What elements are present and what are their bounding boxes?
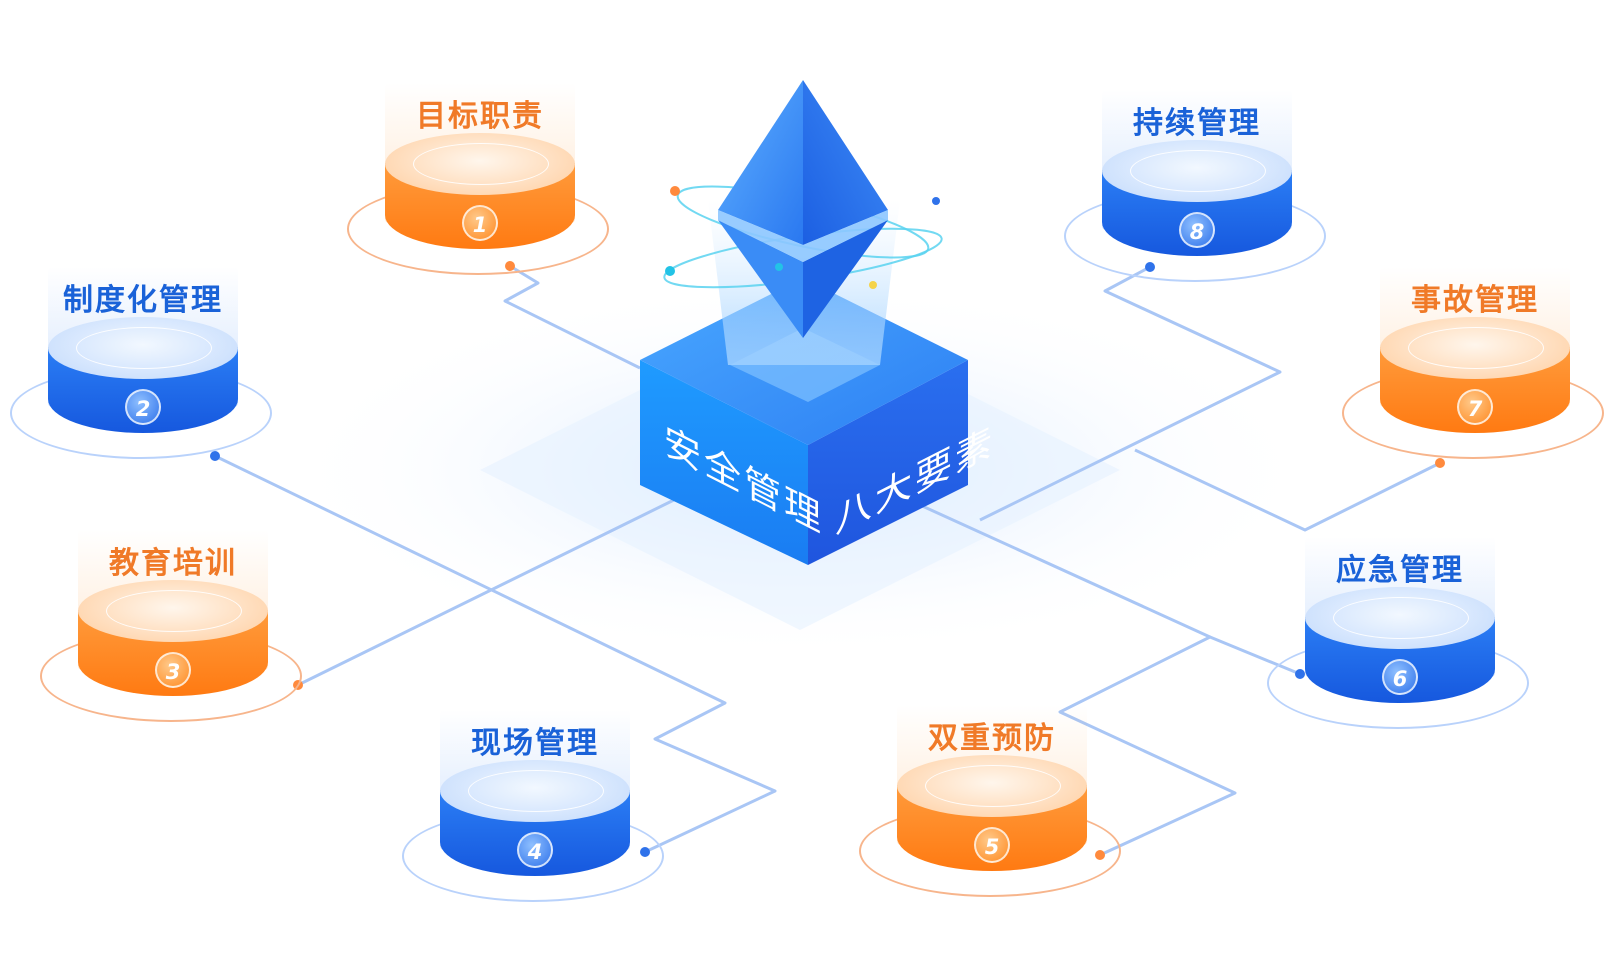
connector-2 (214, 454, 777, 854)
pod-top (78, 580, 268, 642)
pod-top (1305, 587, 1495, 649)
cube-left-face (640, 360, 808, 565)
pod-top (440, 760, 630, 822)
connector-1 (503, 264, 641, 370)
element-number-badge: 1 (462, 205, 498, 241)
orbit-dots (665, 186, 940, 289)
pod-top (1102, 140, 1292, 202)
pod-top (385, 133, 575, 195)
element-1: 目标职责 1 (347, 83, 609, 343)
element-label: 制度化管理 (63, 283, 223, 318)
element-number-badge: 6 (1382, 659, 1418, 695)
element-4: 现场管理 4 (402, 710, 664, 970)
element-label: 目标职责 (416, 99, 544, 134)
element-number-badge: 4 (517, 832, 553, 868)
cube-right-face (808, 360, 968, 565)
element-7: 事故管理 7 (1342, 267, 1604, 527)
element-5: 双重预防 5 (859, 705, 1121, 965)
element-number-badge: 3 (155, 652, 191, 688)
element-6: 应急管理 6 (1267, 537, 1529, 797)
element-2: 制度化管理 2 (10, 267, 272, 527)
element-label: 教育培训 (109, 546, 237, 581)
connector-lines (214, 264, 1441, 857)
core-cube (640, 278, 968, 565)
pod-top (1380, 317, 1570, 379)
element-label: 持续管理 (1133, 106, 1261, 141)
connector-7 (1134, 448, 1441, 532)
connector-5 (919, 503, 1237, 857)
element-number-badge: 7 (1457, 389, 1493, 425)
element-number-badge: 5 (974, 827, 1010, 863)
element-number-badge: 2 (125, 389, 161, 425)
element-label: 应急管理 (1336, 553, 1464, 588)
element-label: 事故管理 (1411, 283, 1539, 318)
crystal-icon (718, 80, 888, 338)
element-3: 教育培训 3 (40, 530, 302, 790)
pod-top (48, 317, 238, 379)
element-number-badge: 8 (1179, 212, 1215, 248)
element-label: 现场管理 (471, 726, 599, 761)
pod-top (897, 755, 1087, 817)
connector-3 (297, 495, 681, 687)
element-8: 持续管理 8 (1064, 90, 1326, 350)
connector-8 (979, 265, 1282, 522)
element-label: 双重预防 (928, 721, 1056, 756)
